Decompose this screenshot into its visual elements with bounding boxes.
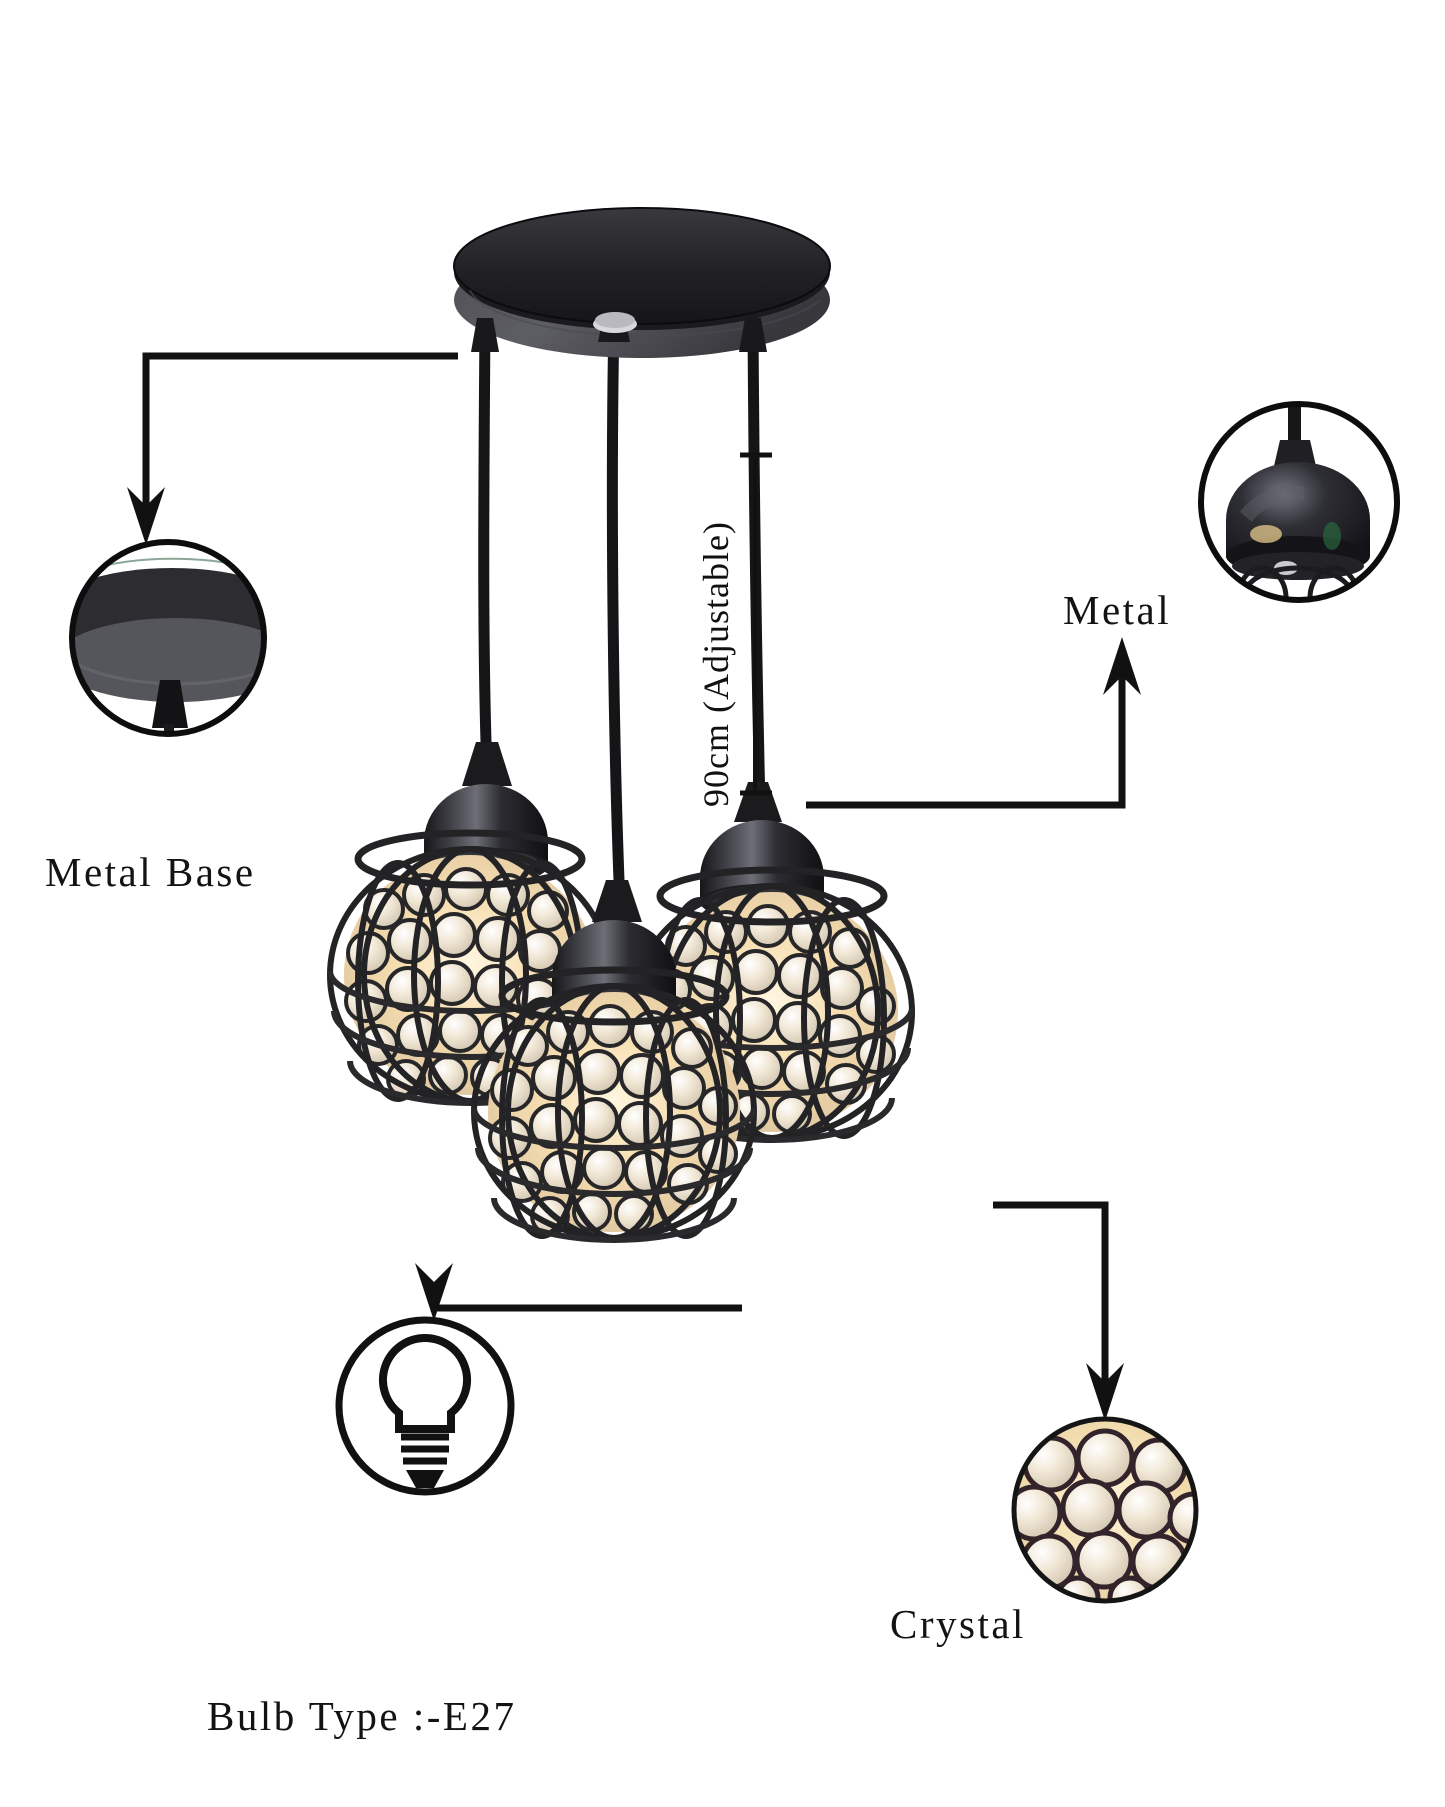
arrow-bulb-type [415, 1263, 742, 1321]
label-metal-base: Metal Base [45, 849, 256, 895]
ceiling-plate [453, 207, 831, 358]
label-crystal: Crystal [890, 1601, 1026, 1647]
lightbulb-icon [335, 1316, 515, 1496]
pendant-lamp-center [474, 880, 754, 1240]
label-metal: Metal [1063, 587, 1172, 633]
detail-metal-base [69, 539, 267, 737]
arrow-metal [806, 637, 1141, 809]
detail-metal [1198, 401, 1400, 603]
dimension-line [740, 452, 772, 796]
arrow-crystal [993, 1201, 1124, 1421]
pendant-lamp-left [330, 742, 610, 1103]
label-bulb-type: Bulb Type :-E27 [207, 1693, 517, 1739]
dimension-text: 90cm (Adjustable) [696, 521, 736, 807]
detail-crystal [1011, 1416, 1199, 1604]
label-dimension: 90cm (Adjustable) [659, 415, 736, 815]
arrow-metal-base [127, 352, 458, 545]
